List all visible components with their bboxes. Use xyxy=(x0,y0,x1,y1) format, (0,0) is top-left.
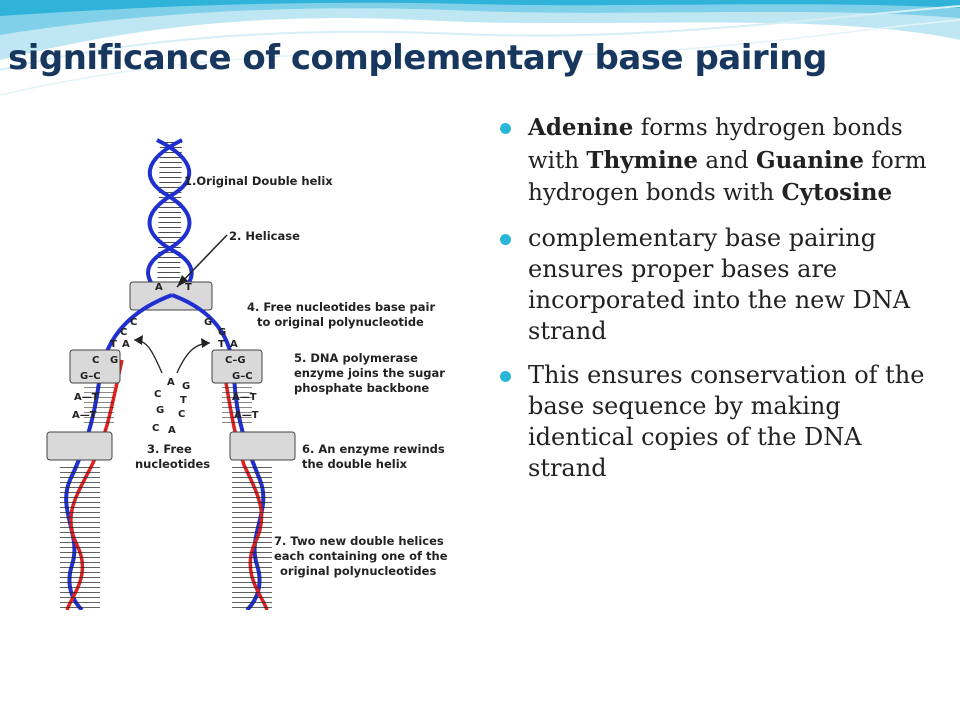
base-label: A xyxy=(230,339,238,350)
label-dna-polymerase-3: phosphate backbone xyxy=(294,381,429,395)
label-dna-polymerase-1: 5. DNA polymerase xyxy=(294,351,418,365)
term-thymine: Thymine xyxy=(586,146,699,174)
label-new-double-helices-3: original polynucleotides xyxy=(280,564,436,578)
label-dna-polymerase-2: enzyme joins the sugar xyxy=(294,366,445,380)
label-rewinding-enzyme-1: 6. An enzyme rewinds xyxy=(302,442,445,456)
label-new-double-helices-2: each containing one of the xyxy=(274,549,448,563)
dna-polymerase-left xyxy=(69,349,121,384)
base-label: G–C xyxy=(80,371,101,382)
label-free-nucleotides-pair-1: 4. Free nucleotides base pair xyxy=(247,300,435,314)
bullet-item-conservation: This ensures conservation of the base se… xyxy=(500,360,940,484)
base-label: A—T xyxy=(72,410,97,421)
slide-title: significance of complementary base pairi… xyxy=(8,38,827,78)
base-label: T xyxy=(110,339,117,350)
base-label: G–C xyxy=(232,371,253,382)
base-label: C xyxy=(152,423,159,434)
base-label: C xyxy=(120,327,127,338)
base-label: G xyxy=(156,405,164,416)
base-label: C–G xyxy=(225,355,246,366)
base-label: C xyxy=(92,355,99,366)
bullet-text: complementary base pairing ensures prope… xyxy=(528,223,911,345)
base-label: A—T xyxy=(232,392,257,403)
label-free-nucleotides-pair-2: to original polynucleotide xyxy=(257,315,424,329)
term-adenine: Adenine xyxy=(528,114,634,141)
bullet-text: This ensures conservation of the base se… xyxy=(528,360,925,482)
base-label: G xyxy=(218,327,226,338)
base-label: C xyxy=(178,409,185,420)
base-label: A xyxy=(168,425,176,436)
free-nucleotides: A G C T G C C A xyxy=(152,377,190,436)
bullet-text: and xyxy=(698,147,756,174)
bullet-list: Adenine forms hydrogen bonds with Thymin… xyxy=(500,112,940,497)
base-label: G xyxy=(110,355,118,366)
rewinding-enzyme-left xyxy=(46,431,113,461)
base-label: G xyxy=(204,317,212,328)
base-label: A—T xyxy=(234,410,259,421)
base-label: T xyxy=(218,339,225,350)
dna-replication-diagram: A T C C T A G G T A C G G–C A—T A—T C–G … xyxy=(46,138,448,610)
label-free-nucleotides-2: nucleotides xyxy=(135,457,210,471)
rewinding-enzyme-right xyxy=(229,431,296,461)
label-new-double-helices-1: 7. Two new double helices xyxy=(274,534,444,548)
bullet-dot-icon xyxy=(500,123,511,134)
bullet-dot-icon xyxy=(500,370,511,382)
base-label: A xyxy=(167,377,175,388)
label-free-nucleotides-1: 3. Free xyxy=(147,442,192,456)
bullet-item-base-pairs: Adenine forms hydrogen bonds with Thymin… xyxy=(500,112,940,210)
original-double-helix xyxy=(146,138,194,302)
bullet-text: form hydrogen bonds with xyxy=(528,147,927,207)
dna-polymerase-right xyxy=(211,349,263,384)
label-helicase: 2. Helicase xyxy=(229,229,300,243)
base-label: T xyxy=(180,395,187,406)
base-label: C xyxy=(154,389,161,400)
header-wave-decoration xyxy=(0,0,960,96)
base-pair-a: A xyxy=(155,282,163,293)
label-rewinding-enzyme-2: the double helix xyxy=(302,457,408,471)
term-guanine: Guanine xyxy=(755,146,865,174)
bullet-dot-icon xyxy=(500,233,511,245)
base-label: A xyxy=(122,339,130,350)
bullet-text: forms hydrogen bonds with xyxy=(528,115,903,174)
label-original-double-helix: 1.Original Double helix xyxy=(184,174,333,188)
base-label: A—T xyxy=(74,392,99,403)
base-label: G xyxy=(182,381,190,392)
base-label: C xyxy=(130,317,137,328)
bullet-item-proper-bases: complementary base pairing ensures prope… xyxy=(500,223,940,347)
term-cytosine: Cytosine xyxy=(781,179,893,206)
base-pair-t: T xyxy=(185,282,192,293)
